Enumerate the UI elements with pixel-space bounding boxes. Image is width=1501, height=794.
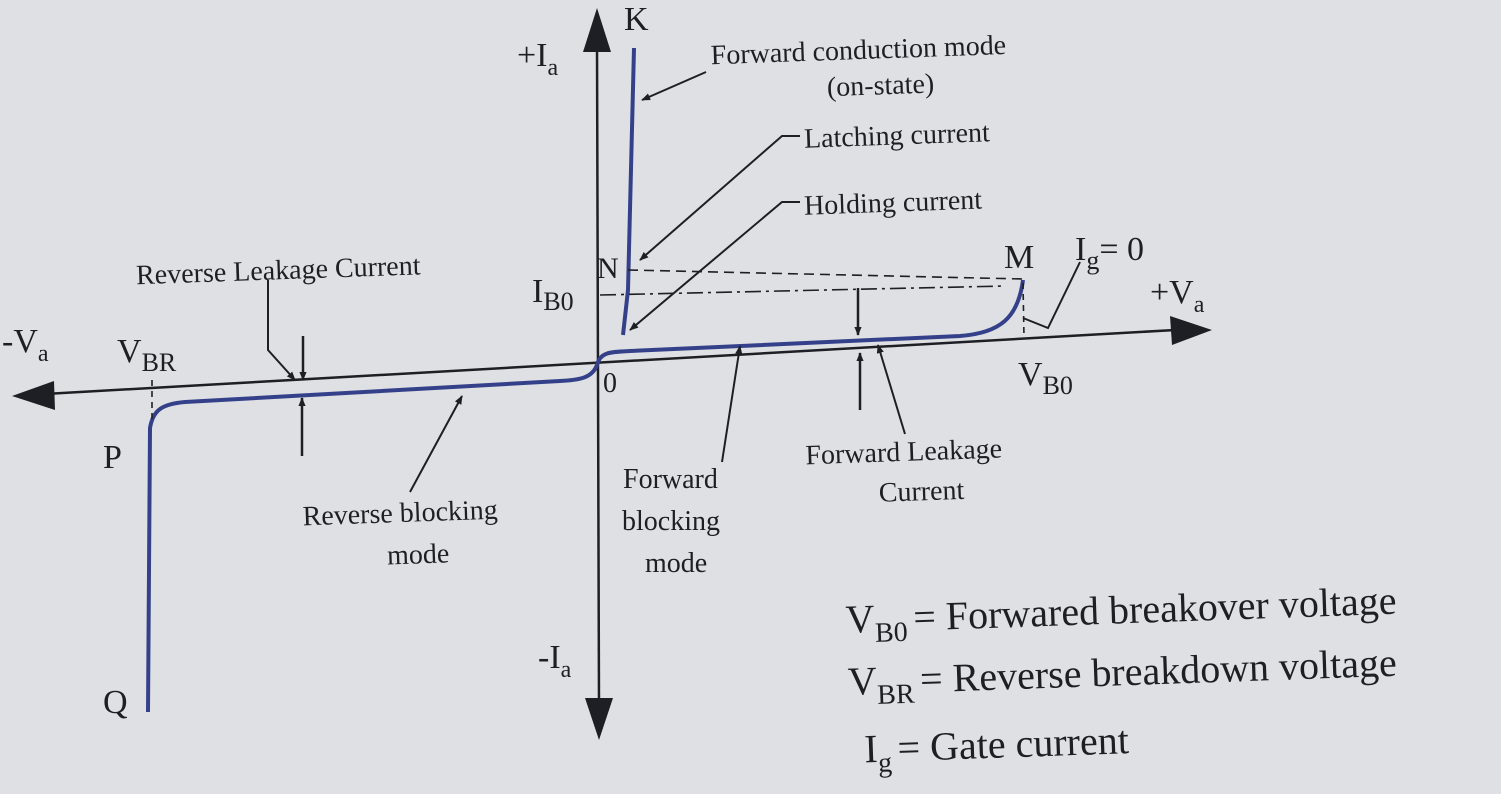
forward-blocking-text-line1: Forward <box>623 464 718 495</box>
forward-leakage-annotation: Forward Leakage Current <box>805 433 1003 509</box>
point-p-label: P <box>103 439 122 476</box>
reverse-leakage-leader <box>267 280 296 381</box>
forward-blocking-text-line2: blocking <box>622 506 720 537</box>
horizontal-axis-line <box>44 328 1176 396</box>
forward-blocking-annotation: Forward blocking mode <box>622 464 720 579</box>
axes <box>12 8 1212 740</box>
pos-va-arrowhead <box>1170 316 1212 345</box>
point-q-label: Q <box>103 684 128 721</box>
point-m-label: M <box>1004 239 1034 276</box>
latching-current-leader <box>639 135 800 261</box>
vb0-drop-line <box>1022 282 1025 339</box>
ig0-label: Ig= 0 <box>1075 231 1144 275</box>
pos-ia-arrowhead <box>583 8 611 52</box>
ib0-dash-dot-line <box>599 285 1006 296</box>
reverse-blocking-text-line2: mode <box>387 538 450 571</box>
forward-conduction-annotation: Forward conduction mode (on-state) <box>710 30 1006 103</box>
pos-va-label: +Va <box>1150 274 1205 318</box>
legend-ig-entry: Ig= Gate current <box>863 717 1129 779</box>
legend: VB0= Forwared breakover voltage VBR= Rev… <box>845 578 1398 779</box>
forward-conduction-leader <box>641 71 707 101</box>
leakage-markers <box>298 288 864 456</box>
ig0-leader <box>1022 261 1081 330</box>
holding-current-text: Holding current <box>804 184 983 221</box>
reverse-leakage-current-text: Reverse Leakage Current <box>136 250 422 291</box>
legend-vbr-entry: VBR= Reverse breakdown voltage <box>847 640 1398 712</box>
forward-leakage-text-line1: Forward Leakage <box>805 433 1003 471</box>
neg-ia-arrowhead <box>585 698 613 740</box>
point-k-label: K <box>624 1 649 38</box>
characteristic-curves <box>146 47 1025 713</box>
forward-conduction-curve <box>621 47 636 336</box>
forward-leakage-text-line2: Current <box>878 475 965 509</box>
forward-leakage-leader <box>876 344 906 435</box>
reverse-blocking-annotation: Reverse blocking mode <box>302 495 498 572</box>
holding-current-leader <box>629 201 800 331</box>
vb0-label: VB0 <box>1018 356 1073 400</box>
forward-blocking-leader <box>721 345 743 463</box>
pos-ia-label: +Ia <box>517 37 559 81</box>
latching-current-text: Latching current <box>804 117 991 154</box>
forward-conduction-text-line1: Forward conduction mode <box>710 30 1006 71</box>
reverse-blocking-leader <box>409 395 463 493</box>
forward-conduction-text-line2: (on-state) <box>826 68 934 103</box>
vertical-axis-line <box>595 44 601 709</box>
neg-va-label: -Va <box>2 323 49 367</box>
guide-lines <box>151 269 1025 422</box>
point-n-label: N <box>597 252 619 285</box>
forward-blocking-text-line3: mode <box>645 548 707 579</box>
neg-va-arrowhead <box>12 381 55 410</box>
reverse-blocking-text-line1: Reverse blocking <box>302 495 498 533</box>
vbr-label: VBR <box>117 333 177 377</box>
forward-blocking-curve <box>595 279 1025 366</box>
neg-ia-label: -Ia <box>538 639 572 683</box>
reverse-blocking-curve <box>146 364 599 713</box>
leader-lines <box>267 71 1081 493</box>
origin-label: 0 <box>603 368 617 399</box>
n-to-m-dashed-line <box>627 269 1024 280</box>
legend-vb0-entry: VB0= Forwared breakover voltage <box>845 578 1398 650</box>
ib0-label: IB0 <box>532 273 574 316</box>
